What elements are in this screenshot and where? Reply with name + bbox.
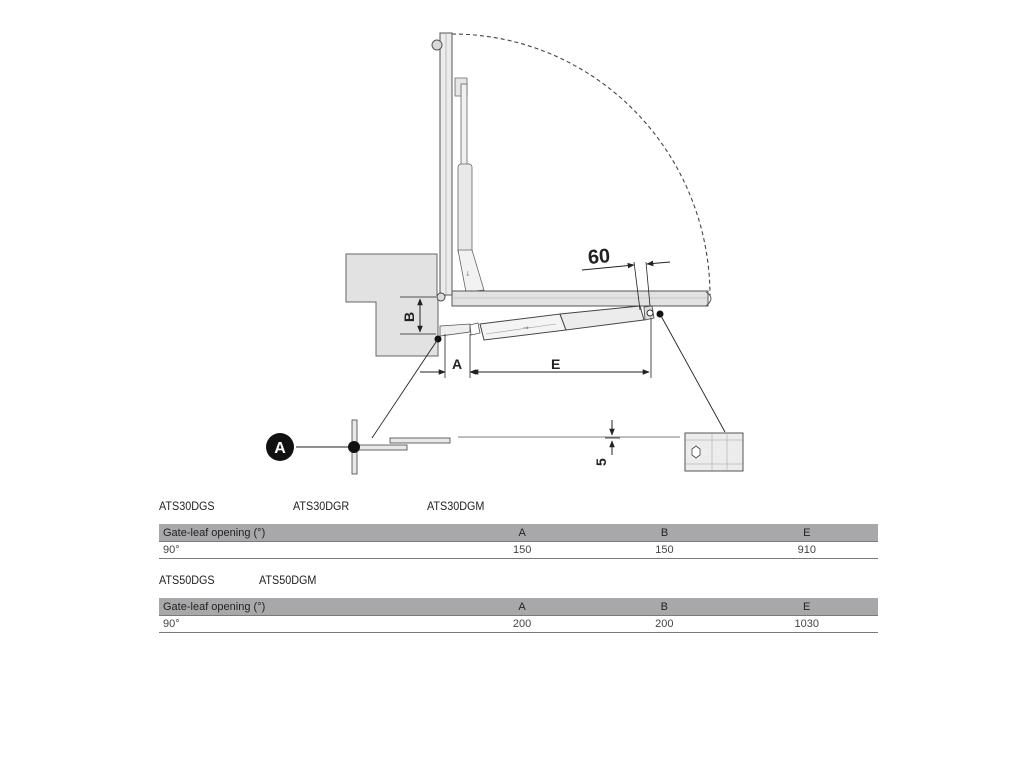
- dim-label-60: 60: [587, 245, 611, 269]
- top-hinge-knob: [431, 39, 443, 51]
- operator-open-position: ↓: [454, 77, 485, 293]
- model-name: ATS50DGM: [259, 573, 317, 587]
- table-cell: 90°: [159, 615, 451, 633]
- pillar: [345, 253, 439, 357]
- table-row: 90° 200 200 1030: [159, 615, 878, 633]
- model-name: ATS50DGS: [159, 573, 215, 587]
- header-cell: A: [451, 524, 594, 542]
- model-name: ATS30DGM: [427, 499, 485, 513]
- table-cell: 910: [735, 541, 878, 559]
- dim-label-e: E: [551, 356, 560, 372]
- installation-diagram: ↓ → B A E 60: [266, 32, 744, 475]
- table-cell: 90°: [159, 541, 452, 559]
- header-cell: B: [593, 598, 736, 616]
- spec-table-group-2: Gate-leaf opening (°) A B E 90° 200 200 …: [159, 598, 878, 633]
- detail-a-bracket: [296, 419, 451, 475]
- table-cell: 150: [593, 541, 736, 559]
- dim-label-a: A: [452, 356, 462, 372]
- swing-arc: [451, 33, 711, 297]
- gate-leaf-closed: [451, 290, 709, 307]
- gate-hinge: [436, 292, 446, 302]
- spec-table-group-1: Gate-leaf opening (°) A B E 90° 150 150 …: [159, 524, 878, 559]
- model-name: ATS30DGS: [159, 499, 215, 513]
- header-cell: Gate-leaf opening (°): [159, 598, 451, 616]
- table-header-row: Gate-leaf opening (°) A B E: [159, 598, 878, 616]
- header-cell: B: [593, 524, 736, 542]
- model-name: ATS30DGR: [293, 499, 350, 513]
- detail-leaf-profile: [684, 432, 744, 472]
- header-cell: A: [450, 598, 594, 616]
- callout-a-circle: [266, 433, 294, 461]
- dim-label-b: B: [401, 312, 417, 322]
- table-cell: 200: [450, 615, 594, 633]
- table-cell: 200: [593, 615, 736, 633]
- table-header-row: Gate-leaf opening (°) A B E: [159, 524, 878, 542]
- table-row: 90° 150 150 910: [159, 541, 878, 559]
- svg-text:→: →: [523, 324, 529, 332]
- svg-text:↓: ↓: [465, 270, 471, 278]
- operator-closed-position: →: [439, 305, 655, 341]
- header-cell: E: [735, 598, 878, 616]
- dim-label-5: 5: [593, 458, 609, 466]
- header-cell: E: [735, 524, 878, 542]
- header-cell: Gate-leaf opening (°): [159, 524, 452, 542]
- table-cell: 1030: [735, 615, 878, 633]
- callout-a-label: A: [274, 440, 286, 457]
- table-cell: 150: [451, 541, 594, 559]
